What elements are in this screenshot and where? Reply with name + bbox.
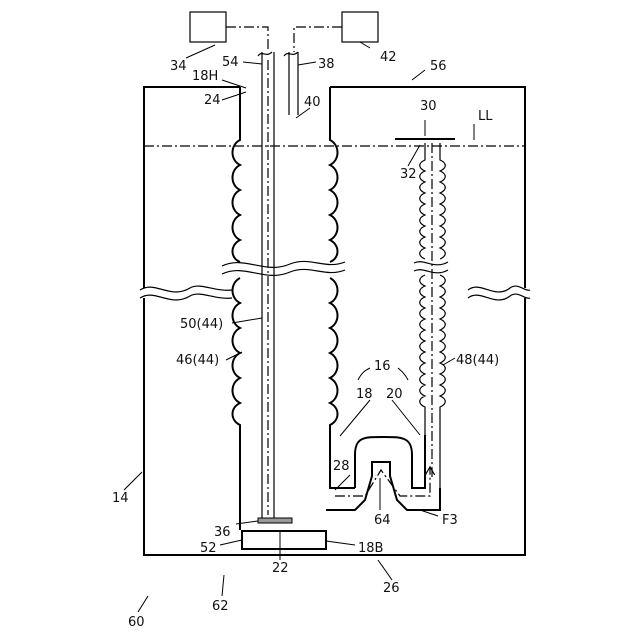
leader-lines — [124, 42, 474, 612]
label-54: 54 — [222, 55, 239, 70]
label-56: 56 — [430, 59, 447, 74]
bellows-break — [222, 261, 345, 275]
tank-break-left — [140, 286, 232, 300]
label-38: 38 — [318, 57, 335, 72]
label-28: 28 — [333, 459, 350, 474]
left-bellows-outer-right — [330, 87, 355, 488]
label-F3: F3 — [442, 513, 458, 528]
element-36 — [258, 518, 292, 523]
cut-mark-54 — [258, 52, 298, 56]
tank-break-right — [468, 286, 530, 300]
label-60: 60 — [128, 615, 145, 630]
label-42: 42 — [380, 50, 397, 65]
label-50: 50(44) — [180, 317, 223, 332]
label-30: 30 — [420, 99, 437, 114]
unit-34-box — [190, 12, 226, 42]
label-18: 18 — [356, 387, 373, 402]
base-plate-52 — [242, 531, 326, 549]
label-20: 20 — [386, 387, 403, 402]
label-14: 14 — [112, 491, 129, 506]
label-36: 36 — [214, 525, 231, 540]
label-46: 46(44) — [176, 353, 219, 368]
label-62: 62 — [212, 599, 229, 614]
label-34: 34 — [170, 59, 187, 74]
label-26: 26 — [383, 581, 400, 596]
label-64: 64 — [374, 513, 391, 528]
label-18B: 18B — [358, 541, 383, 556]
right-bellows-break — [414, 262, 448, 273]
label-48: 48(44) — [456, 353, 499, 368]
label-40: 40 — [304, 95, 321, 110]
unit-42-box — [342, 12, 378, 42]
label-LL: LL — [478, 109, 493, 124]
label-22: 22 — [272, 561, 289, 576]
label-52: 52 — [200, 541, 217, 556]
label-24: 24 — [204, 93, 221, 108]
wire-42 — [294, 27, 342, 52]
label-32: 32 — [400, 167, 417, 182]
label-18H: 18H — [192, 69, 218, 84]
right-bellows-left — [420, 143, 425, 435]
label-16: 16 — [374, 359, 391, 374]
right-bellows-right — [440, 143, 445, 488]
left-bellows-outer-left — [233, 87, 241, 530]
wire-34 — [226, 27, 268, 52]
